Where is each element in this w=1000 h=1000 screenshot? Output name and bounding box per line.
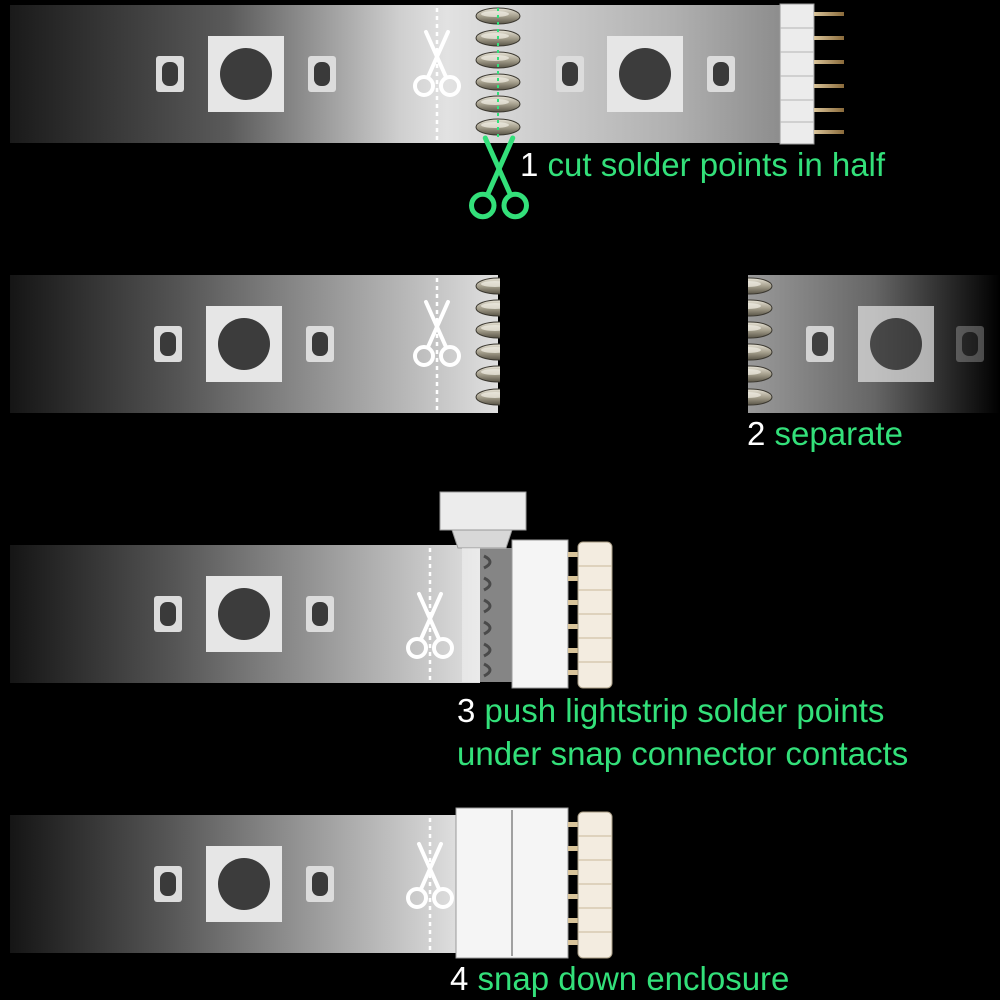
led-chip — [858, 306, 934, 382]
scissors-icon — [472, 138, 527, 217]
step3-strip — [10, 491, 613, 689]
step4-strip — [10, 807, 613, 959]
resistor-pad — [956, 326, 984, 362]
resistor-pad — [707, 56, 735, 92]
resistor-pad — [156, 56, 184, 92]
step-text: push lightstrip solder points — [484, 692, 885, 729]
step2-strip — [10, 275, 1000, 413]
step-3-label: 3 push lightstrip solder points — [457, 690, 884, 732]
pin-header — [568, 541, 613, 689]
resistor-pad — [306, 326, 334, 362]
led-chip — [206, 306, 282, 382]
pin-header — [779, 3, 844, 145]
snap-connector — [439, 491, 613, 689]
led-chip — [206, 846, 282, 922]
snap-connector — [455, 807, 613, 959]
resistor-pad — [306, 596, 334, 632]
led-chip — [607, 36, 683, 112]
resistor-pad — [806, 326, 834, 362]
step-text: cut solder points in half — [547, 146, 886, 183]
connector-lid — [439, 491, 527, 531]
resistor-pad — [306, 866, 334, 902]
step-number: 1 — [520, 146, 539, 183]
step-3-label-line2: under snap connector contacts — [457, 733, 908, 775]
led-chip — [208, 36, 284, 112]
resistor-pad — [154, 596, 182, 632]
resistor-pad — [308, 56, 336, 92]
contacts — [483, 554, 492, 678]
pin-header — [568, 811, 613, 959]
step1-strip — [10, 3, 844, 217]
led-chip — [206, 576, 282, 652]
resistor-pad — [154, 866, 182, 902]
resistor-pad — [154, 326, 182, 362]
step-text: separate — [774, 415, 903, 452]
connector-body — [511, 539, 569, 689]
step-2-label: 2 separate — [747, 413, 903, 455]
step-number: 3 — [457, 692, 476, 729]
step-text: snap down enclosure — [477, 960, 790, 997]
resistor-pad — [556, 56, 584, 92]
step-4-label: 4 snap down enclosure — [450, 958, 789, 1000]
step-1-label: 1 cut solder points in half — [520, 144, 885, 186]
step-text: under snap connector contacts — [457, 735, 909, 772]
step-number: 2 — [747, 415, 766, 452]
step-number: 4 — [450, 960, 469, 997]
